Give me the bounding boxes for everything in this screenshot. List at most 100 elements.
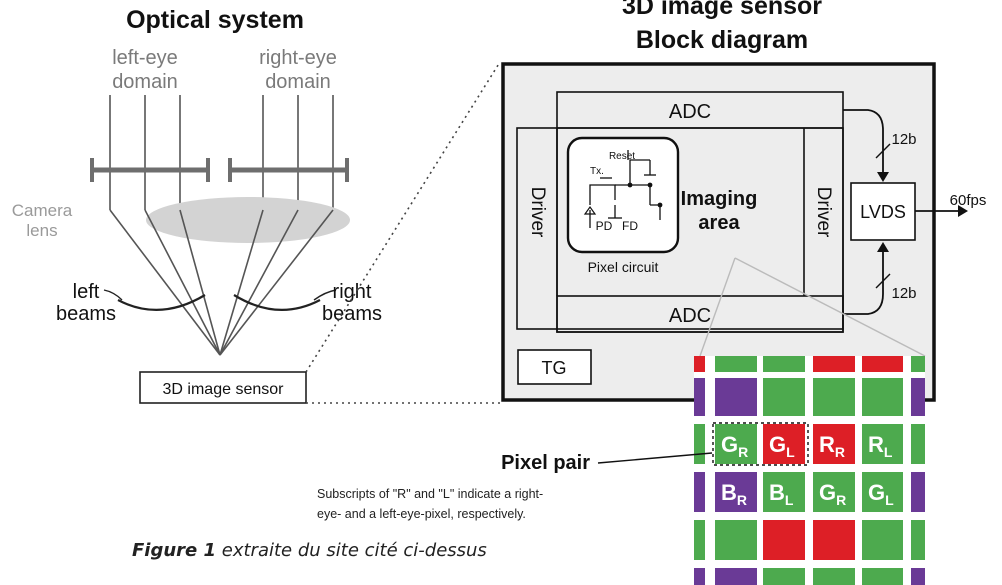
adc-top-label: ADC: [669, 101, 711, 123]
tg-box: [517, 349, 592, 385]
block-title-line2: Block diagram: [636, 26, 808, 54]
left-beams-arc: [117, 294, 206, 311]
pixel-circuit-label: Pixel circuit: [588, 259, 659, 275]
right-beams-arc: [233, 294, 321, 311]
right-domain-label-line2: domain: [265, 71, 331, 93]
bits-bottom-label: 12b: [891, 285, 916, 302]
left-beams-leader: [103, 289, 123, 301]
pd-label: PD: [596, 219, 613, 233]
pixel-cell: [911, 520, 925, 560]
lvds-output-arrowhead: [958, 205, 968, 217]
pixel-cell: [911, 356, 925, 372]
pixel-pair-leader: [597, 452, 713, 464]
optical-system: Optical system left-eye domain right-eye…: [12, 6, 501, 404]
zoom-line-upper: [305, 61, 501, 373]
right-beams-label-line2: beams: [322, 303, 382, 325]
reset-label: Reset: [609, 151, 635, 162]
pixel-cell: [813, 520, 855, 560]
pixel-cell: [694, 568, 705, 585]
pixel-cell: [715, 472, 757, 512]
pixel-cell: [694, 472, 705, 512]
pixel-cell-subscript: L: [884, 444, 893, 460]
adc-bottom-block: [516, 127, 844, 330]
pixel-cell: [763, 378, 805, 416]
sensor-box-label: 3D image sensor: [163, 381, 285, 398]
pixel-cell: [813, 568, 855, 585]
pixel-cell: [813, 378, 855, 416]
pixel-cell-subscript: R: [835, 444, 845, 460]
pixel-cell: [715, 568, 757, 585]
driver-left-label: Driver: [527, 187, 548, 238]
pixel-cell: [694, 520, 705, 560]
pixel-cell: [862, 378, 903, 416]
pixel-cell: [862, 356, 903, 372]
optical-title: Optical system: [126, 6, 304, 34]
lvds-box: [850, 182, 916, 241]
sensor-box: [139, 371, 307, 404]
camera-lens: [146, 197, 350, 243]
pixel-cell: [715, 378, 757, 416]
pixel-cell: [763, 356, 805, 372]
pixel-pair-annotation: Pixel pair Subscripts of "R" and "L" ind…: [317, 422, 809, 521]
pixel-pair-outline: [712, 422, 809, 466]
pixel-cell: [694, 356, 705, 372]
left-domain-label-line2: domain: [112, 71, 178, 93]
pixel-pair-note-line1: Subscripts of "R" and "L" indicate a rig…: [317, 487, 543, 501]
figure-caption-text: extraite du site cité ci-dessus: [216, 540, 487, 561]
pixel-cell: [763, 424, 805, 464]
block-diagram: 3D image sensor Block diagram ADC ADC Dr…: [501, 0, 987, 402]
fd-label: FD: [622, 219, 638, 233]
pixel-circuit-node-3: [657, 202, 663, 208]
fps-label: 60fps: [950, 192, 987, 209]
right-domain-label-line1: right-eye: [259, 47, 337, 69]
pixel-cell: [911, 424, 925, 464]
block-title-line1: 3D image sensor: [622, 0, 822, 20]
pixel-cell: [911, 472, 925, 512]
bus-slash-top: [875, 143, 891, 159]
pixel-cell: [715, 356, 757, 372]
adc-top-arrowhead: [877, 172, 889, 182]
array-zoom-line-left: [699, 257, 736, 357]
pixel-cell: [813, 424, 855, 464]
driver-right-label: Driver: [813, 187, 834, 238]
tg-label: TG: [542, 358, 567, 378]
adc-top-to-lvds: [843, 109, 884, 172]
pixel-cell: [862, 520, 903, 560]
pixel-cell: [763, 472, 805, 512]
camera-lens-label-line2: lens: [26, 221, 57, 240]
adc-bottom-to-lvds: [843, 252, 884, 315]
lvds-label: LVDS: [860, 202, 906, 222]
left-beams-label-line2: beams: [56, 303, 116, 325]
pixel-cell: [862, 568, 903, 585]
camera-lens-label-line1: Camera: [12, 201, 73, 220]
imaging-area-label-line2: area: [698, 212, 740, 234]
right-beams-label-line1: right: [333, 281, 372, 303]
converging-beams: [109, 209, 334, 356]
imaging-area-label-line1: Imaging: [681, 188, 758, 210]
pixel-cell: [694, 378, 705, 416]
right-beams-leader: [313, 289, 337, 301]
left-domain-label-line1: left-eye: [112, 47, 178, 69]
pixel-cell: [862, 472, 903, 512]
adc-bottom-arrowhead: [877, 242, 889, 252]
pixel-cell: [763, 520, 805, 560]
pixel-pair-note-line2: eye- and a left-eye-pixel, respectively.: [317, 507, 526, 521]
bits-top-label: 12b: [891, 131, 916, 148]
tx-label: Tx.: [590, 166, 604, 177]
left-aperture-bar: [90, 158, 210, 182]
pixel-cell-subscript: R: [737, 492, 747, 508]
pixel-cell: [715, 424, 757, 464]
pixel-circuit-node-2: [647, 182, 653, 188]
pixel-cell: [911, 378, 925, 416]
pixel-cell-subscript: L: [786, 444, 795, 460]
left-beams-label-line1: left: [73, 281, 100, 303]
pixel-pair-label: Pixel pair: [501, 452, 590, 474]
pixel-cell-subscript: R: [836, 492, 846, 508]
pixel-cell: [911, 568, 925, 585]
photodiode-symbol: [583, 205, 597, 215]
pixel-cell-subscript: L: [785, 492, 794, 508]
array-zoom-line-right: [734, 257, 926, 357]
adc-bottom-label: ADC: [669, 305, 711, 327]
right-aperture-bar: [228, 158, 349, 182]
